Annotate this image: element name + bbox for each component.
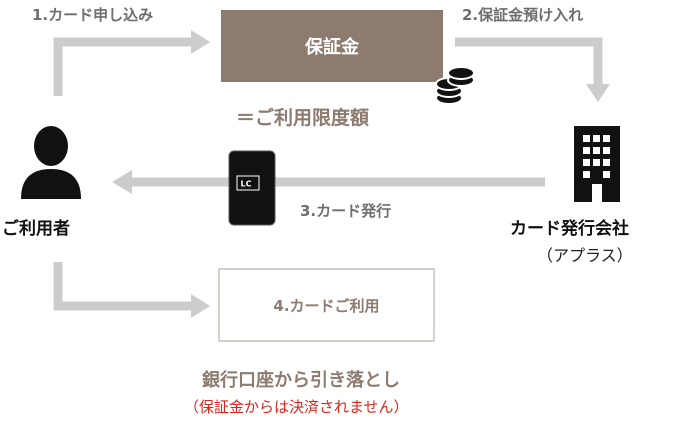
user-label: ご利用者 (2, 219, 70, 239)
deposit-box: 保証金 (221, 10, 443, 82)
user-icon (21, 126, 81, 199)
step-issue-label: 3.カード発行 (300, 202, 392, 220)
issuer-label: カード発行会社 (510, 219, 629, 239)
withdrawal-note: （保証金からは決済されません） (184, 398, 409, 416)
withdrawal-label: 銀行口座から引き落とし (202, 370, 400, 391)
usage-box: 4.カードご利用 (218, 268, 435, 342)
card-logo-text: LC (241, 180, 252, 189)
coin-stack-icon (435, 66, 475, 105)
step-apply-label: 1.カード申し込み (32, 6, 154, 24)
arrow-issue-head (112, 170, 132, 194)
deposit-box-label: 保証金 (305, 37, 359, 58)
issuer-sublabel: （アプラス） (537, 246, 633, 265)
building-icon (574, 126, 620, 202)
card-icon: LC (228, 150, 276, 226)
arrow-apply-head (191, 30, 210, 54)
usage-box-label: 4.カードご利用 (273, 296, 380, 315)
arrow-deposit-head (586, 84, 610, 102)
arrow-deposit (455, 37, 603, 86)
step-deposit-label: 2.保証金預け入れ (462, 6, 584, 24)
credit-limit-label: ＝ご利用限度額 (236, 107, 370, 129)
arrow-usage-head (191, 294, 210, 318)
arrow-apply (53, 37, 193, 96)
arrow-usage (53, 262, 193, 311)
